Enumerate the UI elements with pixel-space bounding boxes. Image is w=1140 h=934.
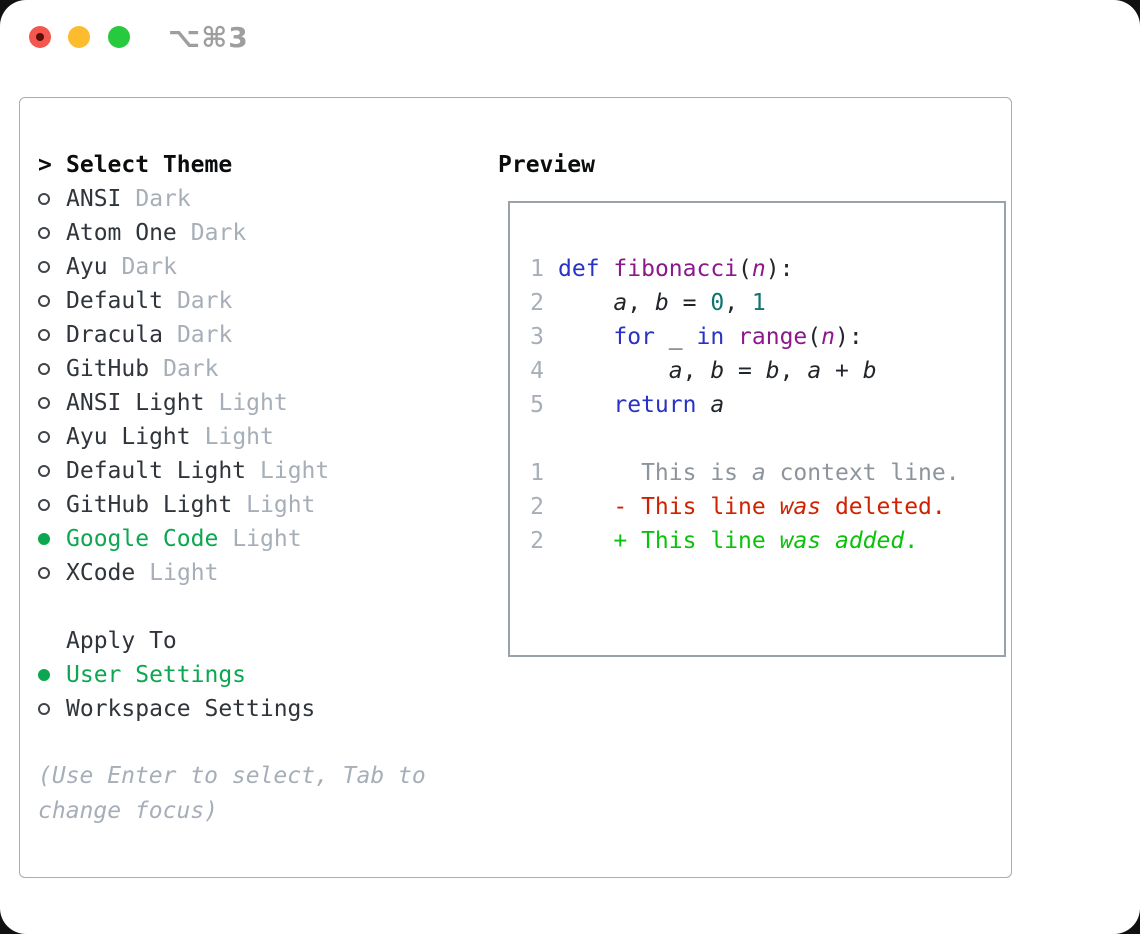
theme-name: Ayu bbox=[66, 254, 108, 280]
theme-variant: Light bbox=[260, 458, 330, 484]
radio-icon bbox=[38, 499, 66, 511]
code-text: return a bbox=[613, 392, 725, 418]
prompt-caret-icon: > bbox=[38, 152, 52, 178]
code-line: 3 for _ in range(n): bbox=[530, 320, 1004, 354]
theme-option-atom-one[interactable]: Atom One Dark bbox=[38, 216, 329, 250]
code-line: 4 a, b = b, a + b bbox=[530, 354, 1004, 388]
apply-option-user-settings[interactable]: User Settings bbox=[38, 658, 329, 692]
apply-option-label: User Settings bbox=[66, 662, 247, 688]
line-number: 3 bbox=[530, 324, 544, 350]
theme-option-ansi-light[interactable]: ANSI Light Light bbox=[38, 386, 329, 420]
preview-heading: Preview bbox=[498, 152, 595, 178]
zoom-button-icon[interactable] bbox=[108, 26, 130, 48]
code-text: a, b = 0, 1 bbox=[613, 290, 766, 316]
code-line: 2 a, b = 0, 1 bbox=[530, 286, 1004, 320]
theme-variant: Dark bbox=[190, 220, 247, 246]
apply-to-heading: Apply To bbox=[66, 628, 177, 654]
line-number: 2 bbox=[530, 528, 544, 554]
theme-name: Google Code bbox=[66, 526, 219, 552]
diff-text: - This line was deleted. bbox=[558, 494, 946, 520]
selected-radio-icon bbox=[38, 533, 66, 545]
radio-icon bbox=[38, 363, 66, 375]
select-theme-heading: Select Theme bbox=[66, 152, 233, 178]
diff-line-context: 1 This is a context line. bbox=[530, 456, 1004, 490]
apply-option-workspace-settings[interactable]: Workspace Settings bbox=[38, 692, 329, 726]
theme-name: GitHub bbox=[66, 356, 150, 382]
radio-icon bbox=[38, 295, 66, 307]
diff-line-added: 2 + This line was added. bbox=[530, 524, 1004, 558]
line-number: 2 bbox=[530, 494, 544, 520]
code-line: 5 return a bbox=[530, 388, 1004, 422]
window-title: ⌥⌘3 bbox=[168, 21, 249, 54]
theme-variant: Dark bbox=[176, 322, 233, 348]
theme-name: ANSI bbox=[66, 186, 122, 212]
theme-name: Dracula bbox=[66, 322, 163, 348]
theme-name: XCode bbox=[66, 560, 136, 586]
theme-variant: Light bbox=[149, 560, 219, 586]
theme-name: Atom One bbox=[66, 220, 177, 246]
theme-variant: Light bbox=[204, 424, 274, 450]
theme-variant: Dark bbox=[176, 288, 233, 314]
spacer bbox=[38, 590, 329, 624]
theme-name: Default bbox=[66, 288, 163, 314]
radio-icon bbox=[38, 465, 66, 477]
close-button-icon[interactable] bbox=[29, 26, 51, 48]
select-theme-header-row: > Select Theme bbox=[38, 148, 329, 182]
radio-icon bbox=[38, 397, 66, 409]
diff-text: + This line was added. bbox=[558, 528, 919, 554]
theme-variant: Dark bbox=[135, 186, 191, 212]
code-text: for _ in range(n): bbox=[613, 324, 863, 350]
theme-variant: Light bbox=[246, 492, 316, 518]
radio-icon bbox=[38, 193, 66, 205]
keyboard-hint: (Use Enter to select, Tab to change focu… bbox=[38, 763, 426, 824]
code-text: def fibonacci(n): bbox=[558, 256, 794, 282]
theme-option-ayu-light[interactable]: Ayu Light Light bbox=[38, 420, 329, 454]
theme-name: ANSI Light bbox=[66, 390, 205, 416]
minimize-button-icon[interactable] bbox=[68, 26, 90, 48]
theme-option-default[interactable]: Default Dark bbox=[38, 284, 329, 318]
radio-icon bbox=[38, 227, 66, 239]
radio-icon bbox=[38, 261, 66, 273]
theme-name: Default Light bbox=[66, 458, 247, 484]
theme-option-google-code[interactable]: Google Code Light bbox=[38, 522, 329, 556]
theme-option-dracula[interactable]: Dracula Dark bbox=[38, 318, 329, 352]
diff-text: This is a context line. bbox=[558, 460, 960, 486]
diff-line-deleted: 2 - This line was deleted. bbox=[530, 490, 1004, 524]
theme-option-github[interactable]: GitHub Dark bbox=[38, 352, 329, 386]
theme-option-default-light[interactable]: Default Light Light bbox=[38, 454, 329, 488]
selected-radio-icon bbox=[38, 669, 66, 681]
apply-to-header-row: Apply To bbox=[38, 624, 329, 658]
line-number: 4 bbox=[530, 358, 544, 384]
theme-variant: Light bbox=[218, 390, 288, 416]
theme-option-github-light[interactable]: GitHub Light Light bbox=[38, 488, 329, 522]
code-line: 1 def fibonacci(n): bbox=[530, 252, 1004, 286]
radio-icon bbox=[38, 567, 66, 579]
theme-option-ansi[interactable]: ANSI Dark bbox=[38, 182, 329, 216]
theme-name: Ayu Light bbox=[66, 424, 191, 450]
theme-variant: Light bbox=[232, 526, 302, 552]
apply-option-label: Workspace Settings bbox=[66, 696, 316, 722]
theme-option-xcode[interactable]: XCode Light bbox=[38, 556, 329, 590]
line-number: 5 bbox=[530, 392, 544, 418]
theme-variant: Dark bbox=[121, 254, 177, 280]
theme-name: GitHub Light bbox=[66, 492, 233, 518]
theme-option-ayu[interactable]: Ayu Dark bbox=[38, 250, 329, 284]
radio-icon bbox=[38, 329, 66, 341]
theme-variant: Dark bbox=[163, 356, 219, 382]
line-number: 1 bbox=[530, 256, 544, 282]
line-number: 2 bbox=[530, 290, 544, 316]
title-bar: ⌥⌘3 bbox=[0, 0, 1140, 72]
code-text: a, b = b, a + b bbox=[668, 358, 877, 384]
radio-icon bbox=[38, 703, 66, 715]
diff-preview: 1 This is a context line.2 - This line w… bbox=[530, 456, 1004, 558]
radio-icon bbox=[38, 431, 66, 443]
line-number: 1 bbox=[530, 460, 544, 486]
